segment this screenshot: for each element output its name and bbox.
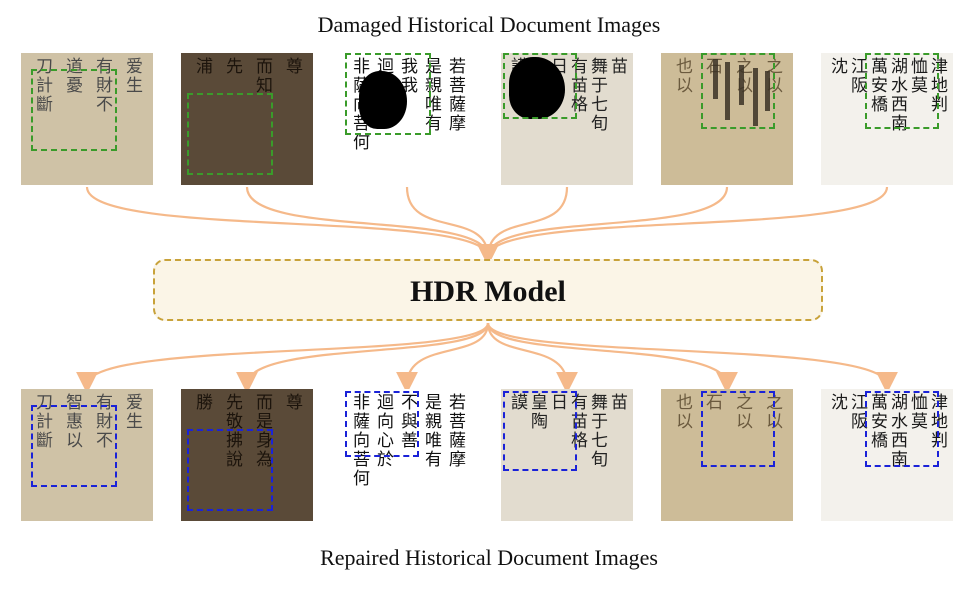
document-text-column: 石 xyxy=(702,393,722,412)
document-text-column: 有財不 xyxy=(92,393,112,450)
hdr-model-label: HDR Model xyxy=(410,275,566,308)
document-text-column: 恤莫 xyxy=(907,57,927,95)
document-text-column: 而是身為 xyxy=(252,393,272,469)
damaged-region-box xyxy=(187,93,273,175)
output-flow-arrow xyxy=(486,322,898,394)
document-text-column: 沈 xyxy=(827,57,847,76)
repaired-document-image: 尊而是身為先敬拂說勝 xyxy=(181,389,313,521)
document-text-column: 謨 xyxy=(507,393,527,412)
document-text-column: 沈 xyxy=(827,393,847,412)
document-text-column: 苗 xyxy=(607,57,627,76)
document-text-column: 有財不 xyxy=(92,57,112,114)
damaged-region-box xyxy=(345,53,431,135)
input-flow-arrow xyxy=(477,186,569,266)
damaged-document-image: 爱生有財不道憂刀計斷 xyxy=(21,53,153,185)
document-text-column: 爱生 xyxy=(122,393,142,431)
bottom-caption: Repaired Historical Document Images xyxy=(320,545,658,570)
document-text-column: 也以 xyxy=(672,57,692,95)
document-text-column: 有苗格 xyxy=(567,393,587,450)
top-caption: Damaged Historical Document Images xyxy=(317,12,661,37)
hdr-model-box: HDR Model xyxy=(153,259,823,321)
document-text-column: 而知 xyxy=(252,57,272,95)
document-text-column: 刀計斷 xyxy=(32,393,52,450)
document-text-column: 舞于七旬 xyxy=(587,393,607,469)
damaged-document-image: 尊而知先浦 xyxy=(181,53,313,185)
document-text-column: 有苗格 xyxy=(567,57,587,114)
document-text-column: 是親唯有 xyxy=(421,393,441,469)
repaired-region-box xyxy=(503,391,577,471)
input-flow-arrow xyxy=(245,186,499,266)
repaired-document-image: 之以之以石也以 xyxy=(661,389,793,521)
document-text-column: 也以 xyxy=(672,393,692,431)
input-flow-arrow xyxy=(85,186,499,266)
document-text-column: 刀計斷 xyxy=(32,57,52,114)
document-text-column: 浦 xyxy=(192,57,212,76)
output-flow-arrow xyxy=(396,322,490,394)
document-text-column: 若菩薩摩 xyxy=(445,393,465,469)
document-text-column: 勝 xyxy=(192,393,212,412)
output-flow-arrow xyxy=(486,322,738,394)
document-text-column: 先敬拂說 xyxy=(222,393,242,469)
document-text-column: 江阪 xyxy=(847,57,867,95)
damaged-region-box xyxy=(503,53,577,119)
damaged-region-box xyxy=(865,53,939,129)
document-text-column: 舞于七旬 xyxy=(587,57,607,133)
document-text-column: 是親唯有 xyxy=(421,57,441,133)
ink-damage-blob xyxy=(509,57,565,119)
repaired-region-box xyxy=(865,391,939,467)
output-flow-arrow xyxy=(76,322,490,394)
document-text-column: 爱生 xyxy=(122,57,142,95)
document-text-column: 之以 xyxy=(762,393,782,431)
document-text-column: 恤莫 xyxy=(907,393,927,431)
document-text-column: 道憂 xyxy=(62,57,82,95)
document-text-column: 若菩薩摩 xyxy=(445,57,465,133)
repaired-region-box xyxy=(187,429,273,511)
ink-smear-mark xyxy=(753,68,758,126)
document-text-column: 苗 xyxy=(607,393,627,412)
ink-smear-mark xyxy=(713,59,718,99)
repaired-region-box xyxy=(701,391,775,467)
repaired-document-image: 若菩薩摩是親唯有不與善迴向心於非薩向菩何 xyxy=(341,389,473,521)
document-text-column: 先 xyxy=(222,57,242,76)
document-text-column: 智惠以 xyxy=(62,393,82,450)
document-text-column: 迴向心於 xyxy=(373,393,393,469)
document-text-column: 日 xyxy=(547,393,567,412)
damaged-document-image: 津地判恤莫湖水西南萬安橋江阪沈 xyxy=(821,53,953,185)
output-flow-arrow xyxy=(236,322,490,394)
document-text-column: 不與善 xyxy=(397,393,417,450)
input-flow-arrow xyxy=(477,186,729,266)
document-text-column: 皇陶 xyxy=(527,393,547,431)
input-flow-arrow xyxy=(405,186,499,266)
document-text-column: 尊 xyxy=(282,393,302,412)
damaged-region-box xyxy=(31,69,117,151)
input-flow-arrow xyxy=(477,186,889,266)
document-text-column: 尊 xyxy=(282,57,302,76)
repaired-document-image: 苗舞于七旬有苗格日皇陶謨 xyxy=(501,389,633,521)
document-text-column: 江阪 xyxy=(847,393,867,431)
damaged-document-image: 若菩薩摩是親唯有我我迴於非薩向菩何 xyxy=(341,53,473,185)
ink-damage-blob xyxy=(359,71,407,129)
repaired-document-image: 爱生有財不智惠以刀計斷 xyxy=(21,389,153,521)
ink-smear-mark xyxy=(765,71,770,111)
ink-smear-mark xyxy=(739,65,744,105)
document-text-column: 湖水西南 xyxy=(887,57,907,133)
document-text-column: 萬安橋 xyxy=(867,57,887,114)
repaired-region-box xyxy=(345,391,419,457)
document-text-column: 湖水西南 xyxy=(887,393,907,469)
document-text-column: 非薩向菩何 xyxy=(349,393,369,488)
ink-smear-mark xyxy=(725,62,730,120)
repaired-document-image: 津地判恤莫湖水西南萬安橋江阪沈 xyxy=(821,389,953,521)
document-text-column: 之以 xyxy=(732,393,752,431)
document-text-column: 萬安橋 xyxy=(867,393,887,450)
output-flow-arrow xyxy=(486,322,578,394)
repaired-region-box xyxy=(31,405,117,487)
damaged-region-box xyxy=(701,53,775,129)
